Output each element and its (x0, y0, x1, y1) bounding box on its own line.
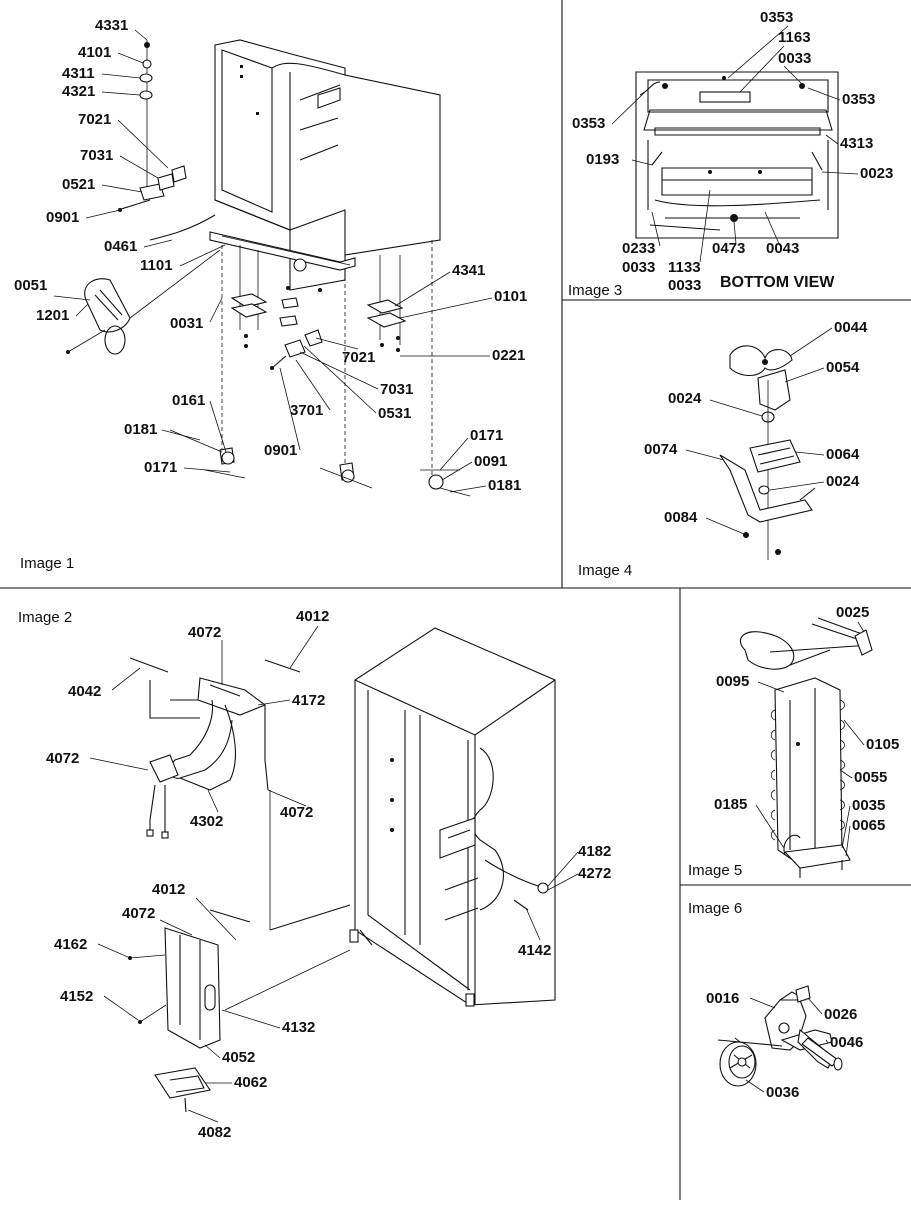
part-label: 0031 (170, 315, 203, 332)
part-label: 1133 (668, 259, 701, 276)
image5-drawing (740, 617, 873, 878)
part-label: 0016 (706, 990, 739, 1007)
image3-caption: Image 3 (568, 282, 622, 299)
part-label: 4172 (292, 692, 325, 709)
part-label: 4042 (68, 683, 101, 700)
part-label: 0353 (572, 115, 605, 132)
part-label: 4302 (190, 813, 223, 830)
part-label: 7021 (342, 349, 375, 366)
part-label: 0461 (104, 238, 137, 255)
image4-caption: Image 4 (578, 562, 632, 579)
part-label: 0181 (124, 421, 157, 438)
part-label: 0095 (716, 673, 749, 690)
part-label: 4162 (54, 936, 87, 953)
part-label: 0221 (492, 347, 525, 364)
part-label: 0181 (488, 477, 521, 494)
part-label: 4082 (198, 1124, 231, 1141)
part-label: 0105 (866, 736, 899, 753)
part-label: 4341 (452, 262, 485, 279)
part-label: 0023 (860, 165, 893, 182)
part-label: 4012 (296, 608, 329, 625)
image6-caption: Image 6 (688, 900, 742, 917)
part-label: 0046 (830, 1034, 863, 1051)
part-label: 4311 (62, 65, 95, 82)
part-label: 0024 (826, 473, 860, 490)
part-label: 1201 (36, 307, 69, 324)
part-label: 4182 (578, 843, 611, 860)
part-label: 0043 (766, 240, 799, 257)
part-label: 0233 (622, 240, 655, 257)
part-label: 4152 (60, 988, 93, 1005)
part-label: 4072 (122, 905, 155, 922)
part-label: 4072 (280, 804, 313, 821)
part-label: 4062 (234, 1074, 267, 1091)
part-label: 0193 (586, 151, 619, 168)
part-label: 0054 (826, 359, 860, 376)
part-label: 0036 (766, 1084, 799, 1101)
image2-caption: Image 2 (18, 609, 72, 626)
part-label: 0064 (826, 446, 860, 463)
part-label: 0901 (46, 209, 79, 226)
part-label: 0035 (852, 797, 885, 814)
part-label: 0091 (474, 453, 507, 470)
image2-labels: 4072 4012 4042 4172 4072 4302 4072 4182 … (18, 608, 611, 1141)
part-label: 1163 (778, 29, 811, 46)
part-label: 0065 (852, 817, 885, 834)
part-label: 0044 (834, 319, 868, 336)
part-label: 0171 (144, 459, 177, 476)
part-label: 7031 (80, 147, 113, 164)
image6-drawing (717, 985, 843, 1087)
image4-drawing (719, 345, 816, 560)
part-label: 0353 (760, 9, 793, 26)
part-label: 4321 (62, 83, 95, 100)
part-label: 0051 (14, 277, 47, 294)
part-label: 0353 (842, 91, 875, 108)
part-label: 0033 (622, 259, 655, 276)
part-label: 0033 (668, 277, 701, 294)
part-label: 4313 (840, 135, 873, 152)
part-label: 4101 (78, 44, 111, 61)
image4-labels: 0044 0054 0024 0074 0064 0024 0084 Image… (578, 319, 868, 579)
part-label: 4272 (578, 865, 611, 882)
part-label: 0531 (378, 405, 411, 422)
image3-labels: 0353 1163 0033 0353 0353 4313 0193 0023 … (568, 9, 893, 299)
part-label: 4052 (222, 1049, 255, 1066)
part-label: 0055 (854, 769, 887, 786)
image1-caption: Image 1 (20, 555, 74, 572)
part-label: 0084 (664, 509, 698, 526)
image1-labels: 4331 4101 4311 4321 7021 7031 0521 0901 … (14, 17, 527, 572)
image6-labels: 0016 0026 0046 0036 Image 6 (688, 900, 863, 1101)
part-label: 4072 (46, 750, 79, 767)
part-label: 0161 (172, 392, 205, 409)
part-label: 0473 (712, 240, 745, 257)
part-label: 0901 (264, 442, 297, 459)
part-label: 0171 (470, 427, 503, 444)
image3-drawing (635, 71, 839, 239)
image1-drawing (66, 39, 471, 497)
part-label: 0521 (62, 176, 95, 193)
part-label: 7031 (380, 381, 413, 398)
image2-drawing (128, 627, 556, 1113)
part-label: 4012 (152, 881, 185, 898)
part-label: 0025 (836, 604, 869, 621)
bottom-view-caption: BOTTOM VIEW (720, 274, 835, 291)
part-label: 4142 (518, 942, 551, 959)
part-label: 1101 (140, 257, 173, 274)
part-label: 3701 (290, 402, 323, 419)
part-label: 7021 (78, 111, 111, 128)
part-label: 0185 (714, 796, 747, 813)
part-label: 4132 (282, 1019, 315, 1036)
image5-labels: 0025 0095 0105 0055 0185 0035 0065 Image… (688, 604, 899, 879)
part-label: 0024 (668, 390, 702, 407)
part-label: 4072 (188, 624, 221, 641)
part-label: 0101 (494, 288, 527, 305)
part-label: 0074 (644, 441, 678, 458)
part-label: 4331 (95, 17, 128, 34)
part-label: 0033 (778, 50, 811, 67)
image5-caption: Image 5 (688, 862, 742, 879)
part-label: 0026 (824, 1006, 857, 1023)
